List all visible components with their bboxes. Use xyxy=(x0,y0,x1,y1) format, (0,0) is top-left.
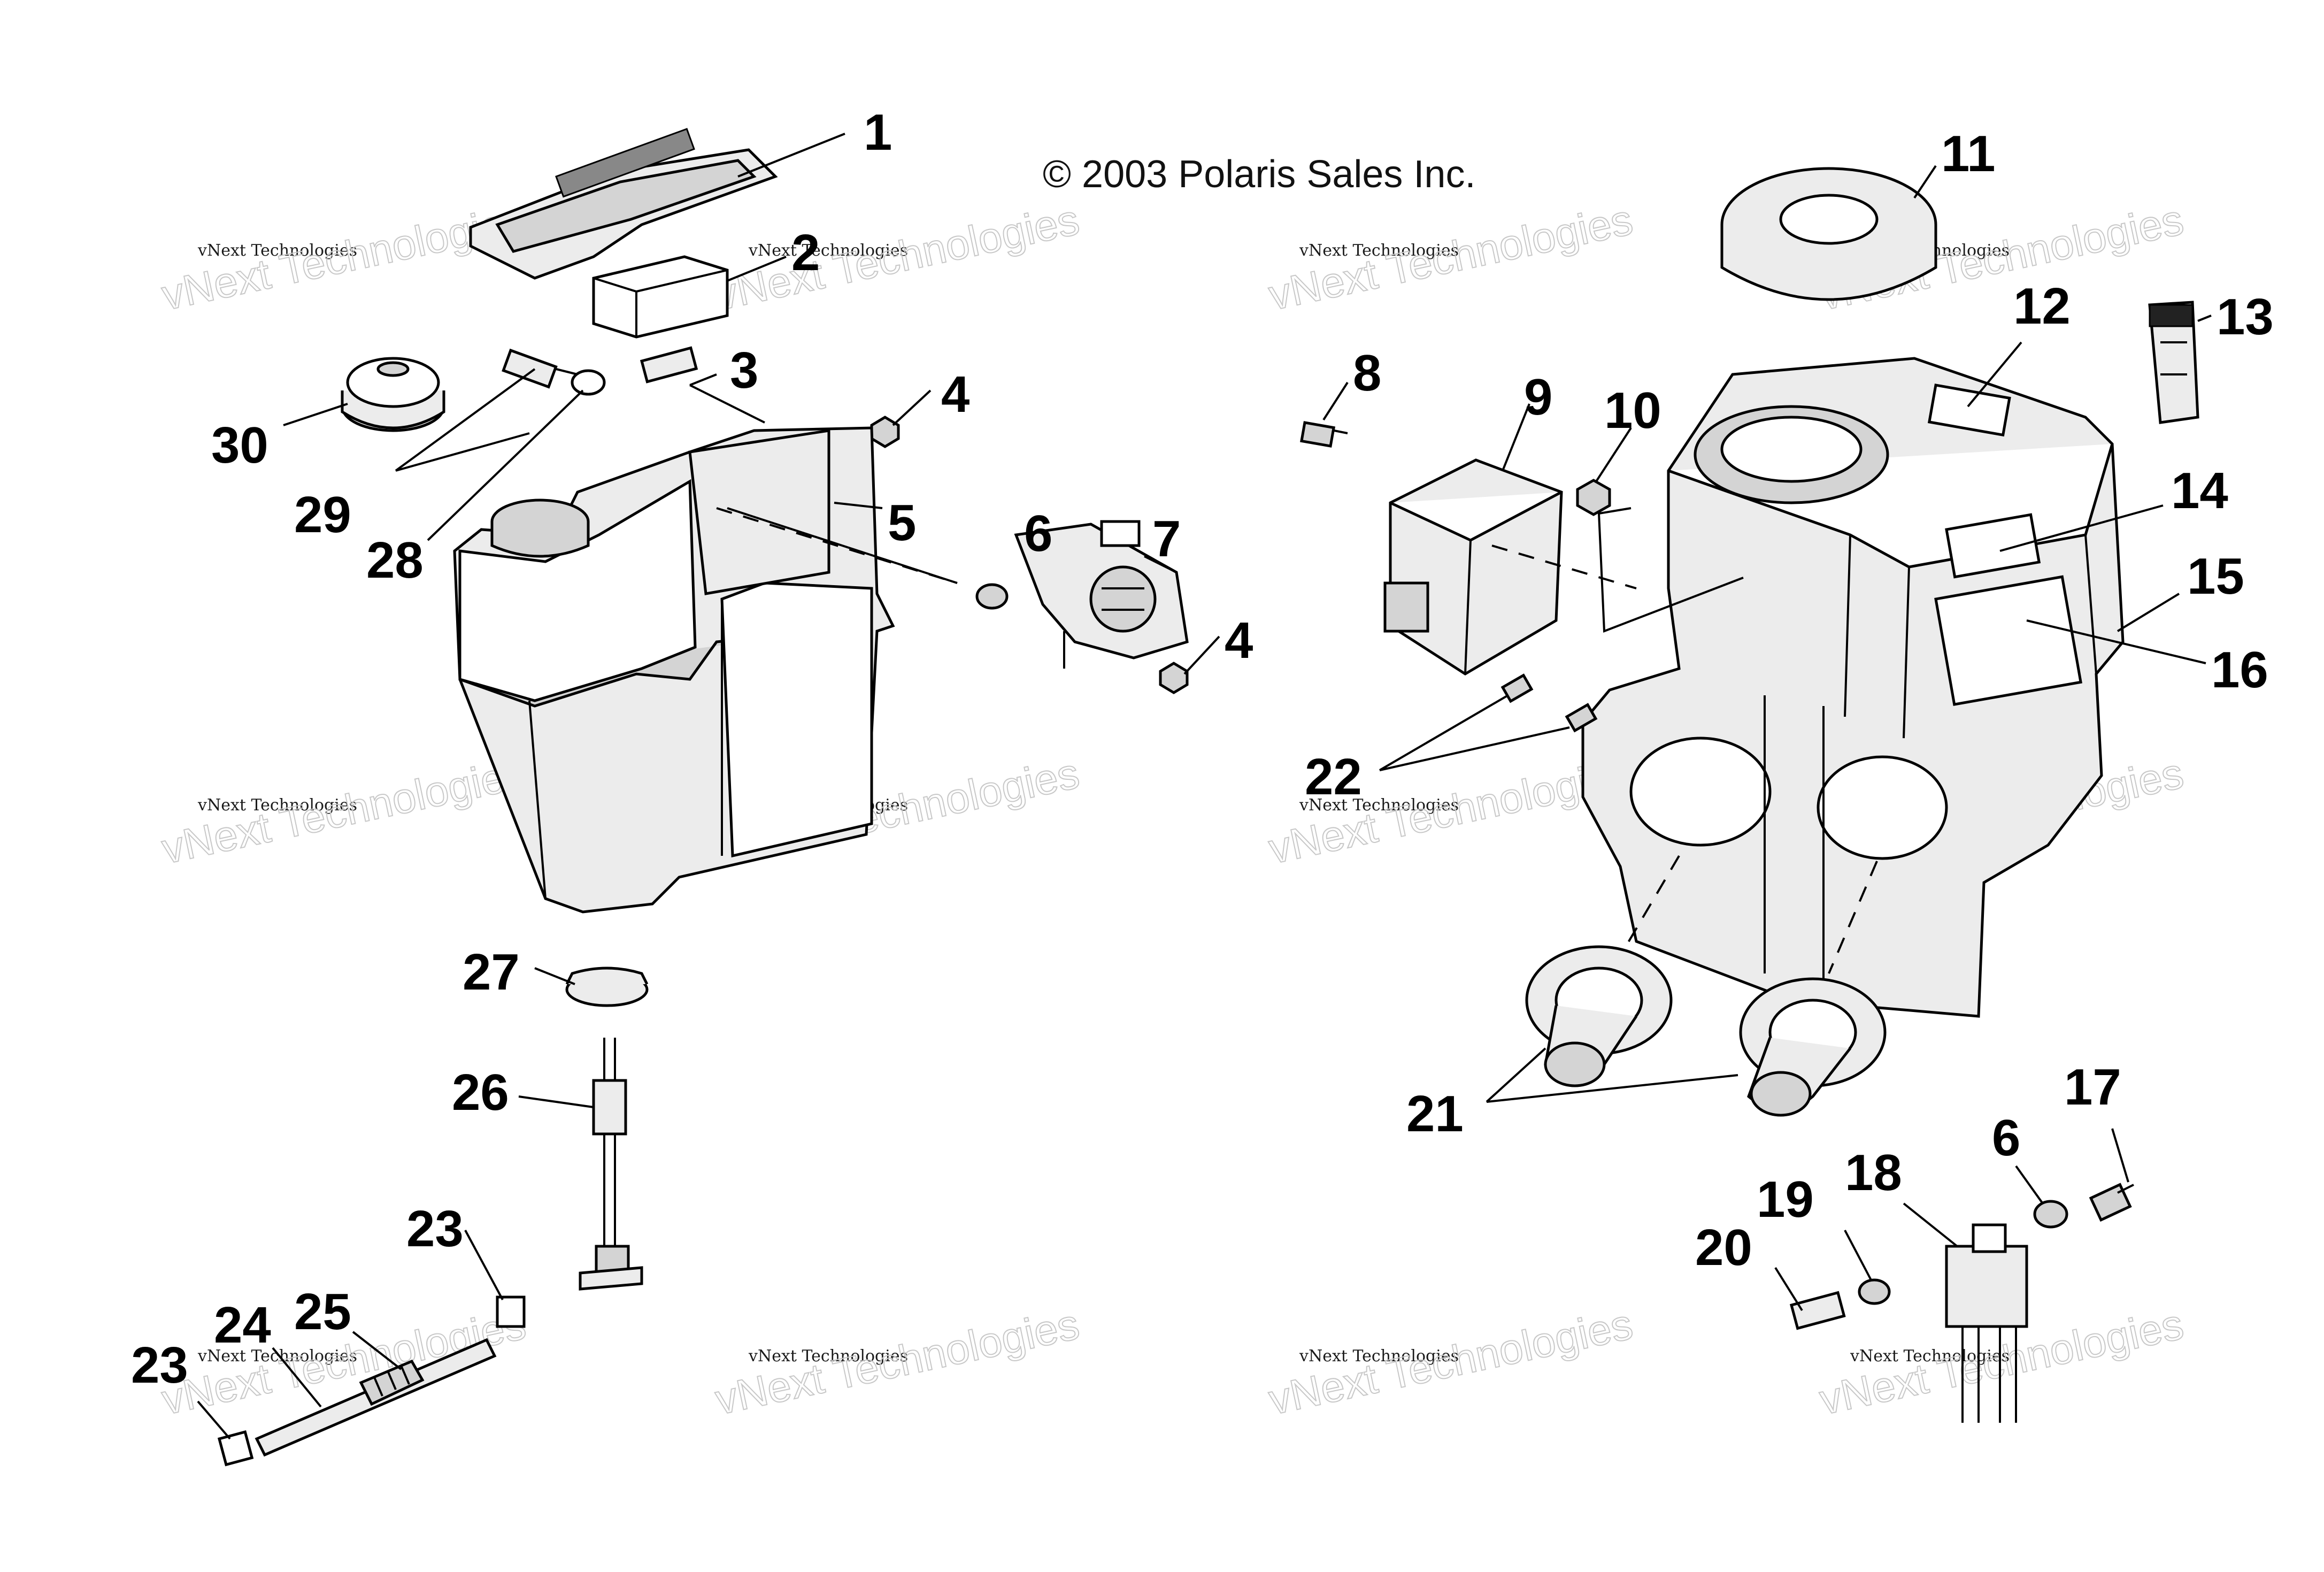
watermark-small-text: vNext Technologies xyxy=(1850,1347,2010,1366)
part-9-cdi-module xyxy=(1383,458,1563,676)
part-13-clip xyxy=(2148,301,2199,424)
leader-lines xyxy=(197,133,2212,1440)
part-20-bolt xyxy=(1789,1291,1846,1330)
callout-12: 12 xyxy=(2013,278,2071,335)
part-21-boot xyxy=(1739,977,1887,1117)
watermark: vNext Technologies vNext Technologies xyxy=(157,195,530,320)
watermark: vNext Technologies vNext Technologies xyxy=(711,1300,1084,1424)
watermark: vNext Technologies vNext Technologies xyxy=(711,195,1084,320)
part-23-clamp xyxy=(496,1295,526,1328)
part-28-washer xyxy=(571,369,606,396)
part-19-washer xyxy=(1858,1278,1891,1305)
callout-30: 30 xyxy=(211,417,268,474)
callout-29: 29 xyxy=(294,486,351,543)
part-25-hose xyxy=(255,1338,497,1457)
callout-11: 11 xyxy=(1941,125,1995,182)
copyright-text: © 2003 Polaris Sales Inc. xyxy=(1043,153,1475,196)
part-29-bolt xyxy=(502,348,578,389)
watermark: vNext Technologies vNext Technologies xyxy=(1264,195,1637,320)
part-23-clamp xyxy=(217,1430,254,1467)
part-5-oil-tank xyxy=(453,426,895,914)
callout-15: 15 xyxy=(2187,548,2244,605)
callout-9: 9 xyxy=(1524,369,1552,426)
callout-16: 16 xyxy=(2211,641,2268,699)
callout-21: 21 xyxy=(1406,1085,1464,1142)
callout-4b: 4 xyxy=(1225,612,1253,669)
callout-10: 10 xyxy=(1604,382,1661,439)
part-2-block xyxy=(592,255,729,339)
callout-28: 28 xyxy=(366,532,424,589)
part-17-screw xyxy=(2089,1183,2134,1222)
callout-25: 25 xyxy=(294,1283,351,1340)
part-22-screw xyxy=(1565,703,1598,733)
callout-14: 14 xyxy=(2171,462,2228,519)
watermark-small-text: vNext Technologies xyxy=(197,796,357,815)
callout-24: 24 xyxy=(214,1297,271,1354)
callout-22: 22 xyxy=(1305,748,1362,806)
part-8-fastener xyxy=(1300,421,1348,448)
part-27-grommet xyxy=(565,967,649,1007)
part-7-oil-pump xyxy=(1014,520,1189,669)
watermark-small-text: vNext Technologies xyxy=(1299,1347,1459,1366)
watermark-small-text: vNext Technologies xyxy=(1299,796,1459,815)
part-21-boot xyxy=(1525,945,1673,1087)
callout-6: 6 xyxy=(1024,505,1052,562)
watermark-small-text: vNext Technologies xyxy=(1299,241,1459,260)
callout-5: 5 xyxy=(888,494,916,551)
watermark: vNext Technologies vNext Technologies xyxy=(157,749,530,873)
callout-2: 2 xyxy=(791,224,820,281)
callout-17: 17 xyxy=(2064,1059,2121,1116)
callout-18: 18 xyxy=(1845,1144,1902,1201)
callout-19: 19 xyxy=(1757,1171,1814,1228)
callout-8: 8 xyxy=(1353,344,1381,402)
callout-4: 4 xyxy=(941,366,969,423)
part-1-cover xyxy=(469,128,778,280)
watermark-small-text: vNext Technologies xyxy=(197,1347,357,1366)
part-11-foam-ring xyxy=(1720,167,1937,301)
part-4-nut xyxy=(870,416,900,448)
part-6-grommet xyxy=(2033,1200,2068,1229)
watermark-small-text: vNext Technologies xyxy=(197,241,357,260)
callout-6b: 6 xyxy=(1992,1109,2020,1167)
part-airbox xyxy=(1581,357,2125,1018)
callout-27: 27 xyxy=(463,944,520,1001)
watermark-small-text: vNext Technologies xyxy=(748,241,908,260)
watermark: vNext Technologies vNext Technologies xyxy=(1264,1300,1637,1424)
watermark-small-text: vNext Technologies xyxy=(748,1347,908,1366)
part-22-screw xyxy=(1500,673,1534,703)
callout-26: 26 xyxy=(452,1064,509,1121)
callout-3: 3 xyxy=(730,342,758,399)
part-4-nut xyxy=(1159,662,1189,694)
part-6-grommet xyxy=(975,583,1009,610)
part-26-level-sender xyxy=(579,1038,643,1291)
callout-13: 13 xyxy=(2217,288,2274,346)
part-10-nut xyxy=(1576,479,1611,516)
part-18-coil xyxy=(1945,1223,2028,1423)
callout-20: 20 xyxy=(1695,1219,1752,1276)
part-30-cap xyxy=(341,357,445,432)
callout-23: 23 xyxy=(406,1200,464,1257)
callout-23b: 23 xyxy=(131,1337,188,1394)
callout-1: 1 xyxy=(864,104,892,161)
callout-7: 7 xyxy=(1152,510,1181,568)
part-3-bolt xyxy=(640,346,698,384)
callouts: 1 2 3 4 5 6 7 4 30 29 28 27 26 23 25 24 … xyxy=(131,104,2274,1394)
